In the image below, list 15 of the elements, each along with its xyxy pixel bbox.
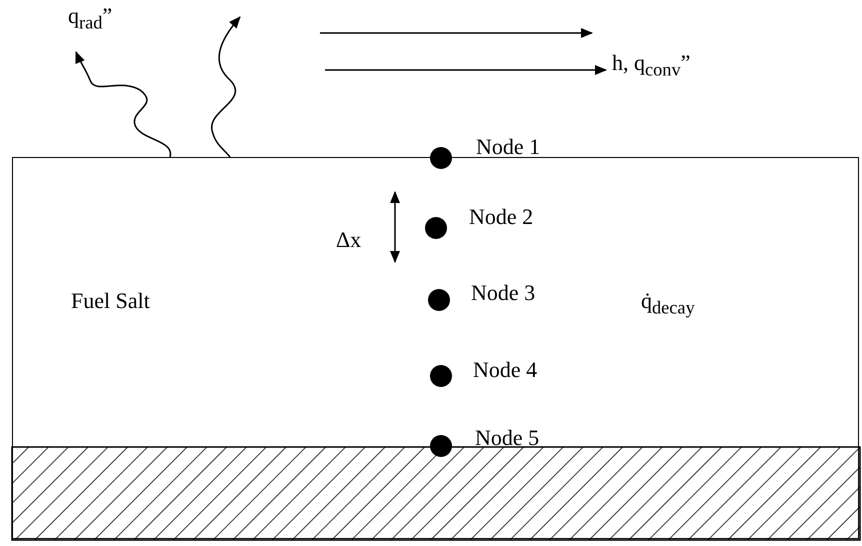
material-label: Fuel Salt: [71, 290, 150, 312]
node-dot: [430, 365, 452, 387]
node-label: Node 1: [476, 136, 540, 158]
dimension-label: Δx: [336, 229, 362, 251]
node-dot: [428, 289, 450, 311]
node-label: Node 5: [475, 427, 540, 449]
node-dot: [430, 147, 452, 169]
flux-label: q$_{rad}$”: [68, 5, 112, 32]
flux-label: h, q$_{conv}$”: [612, 52, 690, 79]
node-label: Node 3: [471, 282, 536, 304]
node-dot: [430, 435, 452, 457]
heat-source-label: q̇$_{decay}$: [641, 290, 695, 317]
node-dot: [425, 217, 447, 239]
node-label: Node 2: [469, 206, 534, 228]
node-label: Node 4: [473, 359, 538, 381]
